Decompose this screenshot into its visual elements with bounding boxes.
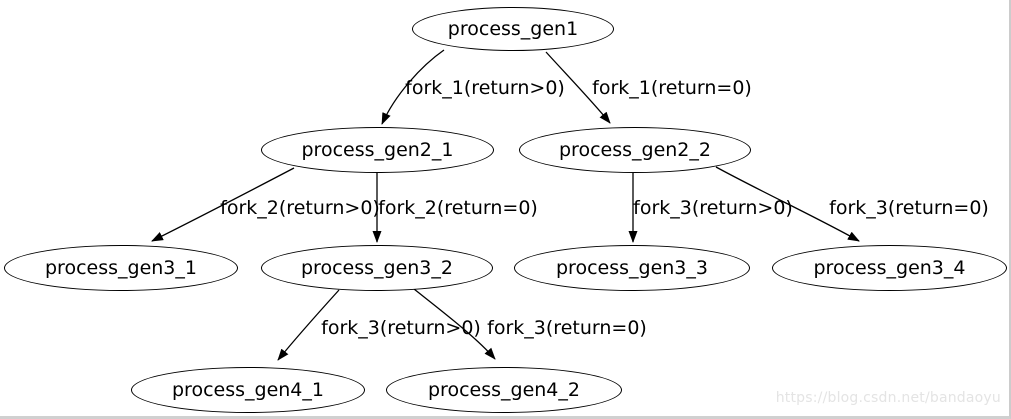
node-process_gen1: process_gen1 <box>412 7 614 51</box>
csdn-watermark: https://blog.csdn.net/bandaoyu <box>775 390 1001 406</box>
edge-process_gen1-process_gen2_2 <box>545 51 611 124</box>
node-process_gen3_3: process_gen3_3 <box>514 245 750 291</box>
node-label: process_gen3_4 <box>813 257 966 279</box>
edge-process_gen1-process_gen2_1 <box>381 49 445 125</box>
node-process_gen3_4: process_gen3_4 <box>772 245 1007 291</box>
node-label: process_gen3_3 <box>556 257 708 279</box>
node-process_gen2_2: process_gen2_2 <box>519 127 751 173</box>
node-process_gen3_2: process_gen3_2 <box>261 245 493 291</box>
node-label: process_gen1 <box>447 18 579 40</box>
edge-process_gen2_2-process_gen3_4 <box>715 166 860 242</box>
node-label: process_gen4_1 <box>172 379 324 401</box>
node-process_gen2_1: process_gen2_1 <box>261 127 494 173</box>
node-label: process_gen3_1 <box>45 257 197 279</box>
node-label: process_gen3_2 <box>301 257 453 279</box>
node-process_gen4_2: process_gen4_2 <box>386 367 622 413</box>
node-process_gen4_1: process_gen4_1 <box>131 367 365 413</box>
edge-process_gen2_1-process_gen3_1 <box>151 167 295 242</box>
edge-process_gen3_2-process_gen4_1 <box>277 289 340 361</box>
node-label: process_gen2_1 <box>301 139 454 161</box>
node-label: process_gen4_2 <box>428 379 580 401</box>
node-process_gen3_1: process_gen3_1 <box>4 245 238 291</box>
node-label: process_gen2_2 <box>559 139 711 161</box>
edge-process_gen3_2-process_gen4_2 <box>413 288 496 360</box>
